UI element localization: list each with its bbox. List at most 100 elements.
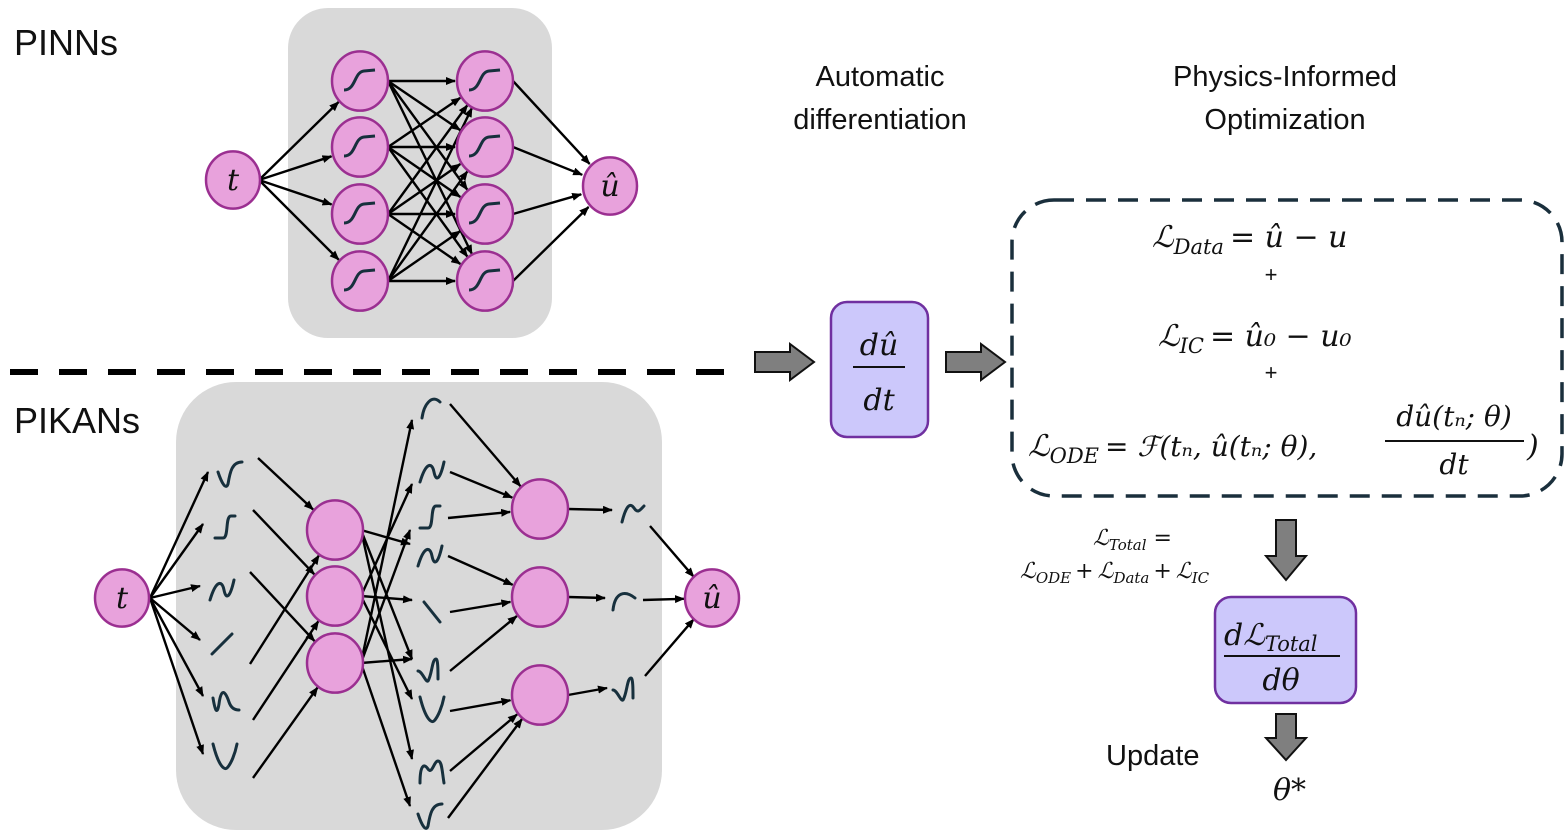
derivative-box xyxy=(829,300,930,439)
pikan-edge-layer1 xyxy=(252,686,319,779)
spline-activation-icon xyxy=(422,600,442,624)
pinn-edge-input xyxy=(258,179,340,261)
loss-ode-equation: ℒODE= ℱ(tₙ, û(tₙ; θ), dû(tₙ; θ) dt ) xyxy=(1028,400,1539,481)
optimal-params: θ* xyxy=(1273,773,1306,808)
loss-plus-2: + xyxy=(1265,360,1278,385)
pikan-hidden1-node-1 xyxy=(305,499,365,561)
sigmoid-activation-icon xyxy=(468,201,501,225)
pinn-hidden2-node-3 xyxy=(455,183,515,245)
spline-activation-icon xyxy=(620,503,646,524)
pinn-edges xyxy=(258,77,591,285)
sigmoid-activation-icon xyxy=(468,134,501,158)
pinn-edge-output xyxy=(512,80,591,165)
total-term-ic-sym: ℒ xyxy=(1176,559,1193,584)
update-label: Update xyxy=(1106,740,1200,772)
spline-activation-icon xyxy=(418,695,446,724)
spline-activation-icon xyxy=(216,460,244,488)
pikan-output-node-label: û xyxy=(702,581,721,616)
arrow-down-2 xyxy=(1263,713,1309,762)
pikan-hidden2-node-2 xyxy=(510,566,570,628)
pinn-hidden2-node-1-circle xyxy=(455,50,515,112)
pikan-edge-layer2 xyxy=(359,529,414,760)
pikan-edge-output xyxy=(649,525,695,578)
pinn-hidden2-node-4-circle xyxy=(455,250,515,312)
pikan-edge-input xyxy=(149,584,201,600)
loss-box xyxy=(1010,198,1564,498)
loss-plus-1: + xyxy=(1265,262,1278,287)
sigmoid-activation-icon xyxy=(343,201,376,225)
sigmoid-activation-icon xyxy=(468,68,501,92)
gradient-numerator: dℒTotal xyxy=(1224,618,1318,656)
pikan-splines xyxy=(208,397,646,830)
pinn-edge-hidden xyxy=(387,213,462,265)
pikan-edge-layer4 xyxy=(567,685,608,697)
pikan-edge-input xyxy=(149,597,201,641)
pikan-edge-layer3 xyxy=(447,718,523,819)
loss-data-sub: Data xyxy=(1173,235,1224,259)
pikan-edge-layer3 xyxy=(447,508,512,520)
sigmoid-activation-icon xyxy=(343,134,376,158)
total-term-data-sym: ℒ xyxy=(1098,559,1115,584)
spline-activation-icon xyxy=(611,676,635,702)
pikan-edge-layer2 xyxy=(359,662,412,807)
pikan-hidden1-node-3-circle xyxy=(305,632,365,694)
total-loss-eq: = xyxy=(1147,526,1172,551)
pikan-output-node: û xyxy=(683,568,741,628)
pikan-hidden2-node-3-circle xyxy=(510,664,570,726)
pinn-edge-hidden xyxy=(387,230,462,282)
pikan-edge-layer3 xyxy=(449,713,518,772)
svg-text:ℒIC= û₀ − u₀: ℒIC= û₀ − u₀ xyxy=(1158,319,1352,358)
loss-ode-sub: ODE xyxy=(1050,444,1099,468)
pikan-hidden1-node-1-circle xyxy=(305,499,365,561)
pikan-edge-layer4 xyxy=(567,505,613,514)
pinn-hidden2-node-3-circle xyxy=(455,183,515,245)
loss-data-equation: ℒData= û − u xyxy=(1152,220,1347,259)
arrow-right-2 xyxy=(945,342,1007,382)
spline-activation-icon xyxy=(611,592,637,612)
pinn-hidden2-node-2-circle xyxy=(455,116,515,178)
pikan-edge-layer1 xyxy=(249,571,316,642)
pikan-hidden1-node-3 xyxy=(305,632,365,694)
loss-ic-symbol: ℒ xyxy=(1158,319,1181,354)
total-loss-sub: Total xyxy=(1109,536,1147,554)
pinn-hidden1-node-2-circle xyxy=(330,116,390,178)
pinn-edge-input xyxy=(258,155,333,182)
pinn-edge-output xyxy=(512,206,590,282)
loss-ic-rhs: = û₀ − u₀ xyxy=(1210,319,1352,354)
optimization-heading-line1: Physics-Informed xyxy=(1172,61,1397,93)
total-loss-definition: ℒTotal = ℒODE+ℒData+ℒIC xyxy=(1020,526,1210,587)
pikans-label: PIKANs xyxy=(14,400,141,441)
pikan-edge-layer3 xyxy=(449,697,512,713)
pinn-input-node: t xyxy=(204,150,262,210)
pinn-edge-input xyxy=(258,101,340,181)
pikan-edge-input xyxy=(148,597,205,697)
derivative-denominator: dt xyxy=(863,383,895,418)
arrow-right-1 xyxy=(754,342,816,382)
pinn-edge-hidden xyxy=(387,96,462,148)
gradient-numerator-sym: dℒ xyxy=(1224,618,1266,653)
spline-activation-icon xyxy=(416,802,444,830)
pinn-edge-hidden xyxy=(387,104,469,215)
total-term-ic-sub: IC xyxy=(1191,569,1210,587)
loss-ode-frac-num: dû(tₙ; θ) xyxy=(1396,400,1512,433)
pinn-output-node-circle xyxy=(581,156,639,216)
pinn-edge-hidden xyxy=(387,80,462,132)
spline-activation-icon xyxy=(420,397,442,420)
total-term-ode-sym: ℒ xyxy=(1020,559,1037,584)
pinn-output-node-label: û xyxy=(600,169,619,204)
spline-activation-icon xyxy=(213,514,237,540)
loss-data-rhs: = û − u xyxy=(1230,220,1348,255)
pikan-edge-layer3 xyxy=(449,403,522,488)
autodiff-heading-line2: differentiation xyxy=(793,104,967,136)
pinn-edge-output xyxy=(512,145,584,176)
pinn-edge-hidden xyxy=(387,170,469,282)
autodiff-heading: Automatic differentiation xyxy=(780,56,980,142)
svg-text:ℒData= û − u: ℒData= û − u xyxy=(1152,220,1347,259)
pikan-hidden2-node-2-circle xyxy=(510,566,570,628)
svg-text:ℒODE= ℱ(tₙ, û(tₙ; θ),: ℒODE= ℱ(tₙ, û(tₙ; θ), xyxy=(1028,429,1317,468)
pikan-edge-layer2 xyxy=(360,528,411,546)
pikan-hidden1-node-2-circle xyxy=(305,565,365,627)
pinn-input-node-circle xyxy=(204,150,262,210)
loss-ic-equation: ℒIC= û₀ − u₀ xyxy=(1158,319,1352,358)
